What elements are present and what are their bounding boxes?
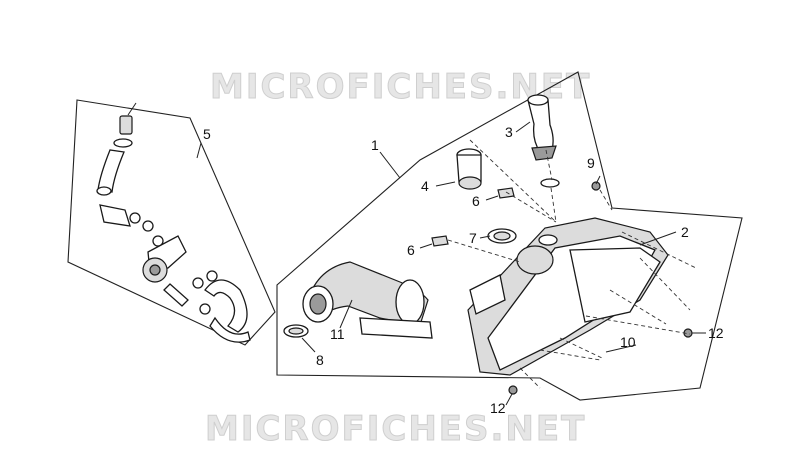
- breather-valve-assembly: [96, 102, 251, 343]
- callout-10: 10: [620, 334, 636, 350]
- intake-duct: [302, 261, 433, 339]
- group-1-leader: [379, 151, 401, 179]
- watermark-bottom: MICROFICHES.NET: [205, 409, 586, 449]
- callout-4: 4: [421, 178, 429, 194]
- o-ring: [540, 178, 560, 188]
- screw-set-leader: [605, 344, 637, 353]
- watermark-top: MICROFICHES.NET: [210, 67, 591, 107]
- air-filter-housing: [467, 217, 677, 376]
- callout-6-lower: 6: [407, 242, 415, 258]
- screw-bottom: [505, 385, 518, 406]
- screw-right: [683, 328, 706, 338]
- callout-3: 3: [505, 124, 513, 140]
- callout-2: 2: [681, 224, 689, 240]
- callout-12-right: 12: [708, 325, 724, 341]
- callout-11: 11: [330, 326, 345, 342]
- guide-lines: [447, 139, 697, 389]
- enclosure-group-5: [67, 99, 276, 346]
- enclosure-group-1: [276, 71, 743, 401]
- callout-1: 1: [371, 137, 379, 153]
- clip-lower: [419, 235, 449, 249]
- bolt: [591, 175, 601, 191]
- clip-upper: [485, 187, 515, 201]
- callout-7: 7: [469, 230, 477, 246]
- clamp-ring: [283, 324, 316, 353]
- callout-12-bottom: 12: [490, 400, 506, 416]
- callout-9: 9: [587, 155, 595, 171]
- callout-5: 5: [203, 126, 211, 142]
- callout-8: 8: [316, 352, 324, 368]
- upper-hose: [515, 94, 557, 161]
- hose-clamp: [479, 228, 517, 244]
- sleeve: [435, 148, 482, 190]
- callout-6-upper: 6: [472, 193, 480, 209]
